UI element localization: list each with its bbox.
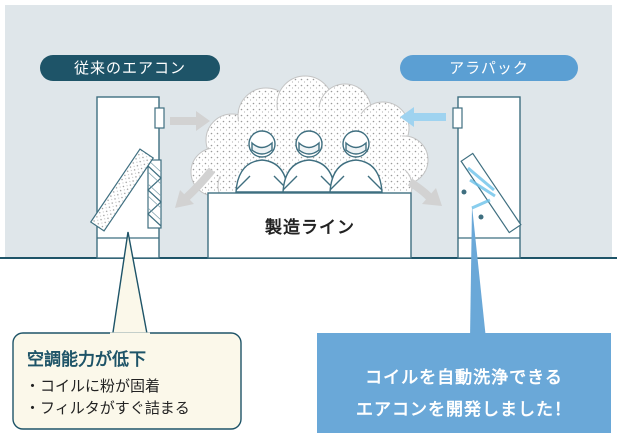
solution-line: エアコンを開発しました！ (356, 400, 572, 420)
problem-callout: 空調能力が低下 ・コイルに粉が固着 ・フィルタがすぐ詰まる (13, 333, 241, 429)
arrow-right-gray (170, 111, 210, 131)
arapack-aircon (452, 96, 522, 259)
worker (235, 130, 289, 193)
problem-bullet: ・コイルに粉が固着 (25, 377, 161, 395)
production-line-label: 製造ライン (265, 218, 355, 238)
production-line-table (207, 192, 412, 259)
solution-box-bg (317, 333, 611, 433)
solution-callout-pointer (470, 206, 486, 339)
problem-bullet: ・フィルタがすぐ詰まる (25, 399, 190, 417)
problem-callout-pointer (111, 231, 149, 340)
airflow-arrows (170, 107, 446, 208)
arapack-label: アラパック (400, 55, 578, 81)
workers (235, 130, 383, 193)
problem-title: 空調能力が低下 (27, 350, 146, 370)
conventional-aircon-label: 従来のエアコン (40, 55, 220, 81)
arrow-down-left-gray (183, 167, 216, 201)
nozzle (478, 214, 484, 220)
arrow-left-blue (400, 107, 446, 127)
worker (329, 130, 383, 193)
solution-line: コイルを自動洗浄できる (365, 368, 563, 388)
solution-callout: コイルを自動洗浄できる エアコンを開発しました！ (317, 333, 611, 433)
dusty-coil (89, 148, 155, 232)
water-spray (467, 166, 496, 210)
nozzle (461, 189, 467, 195)
